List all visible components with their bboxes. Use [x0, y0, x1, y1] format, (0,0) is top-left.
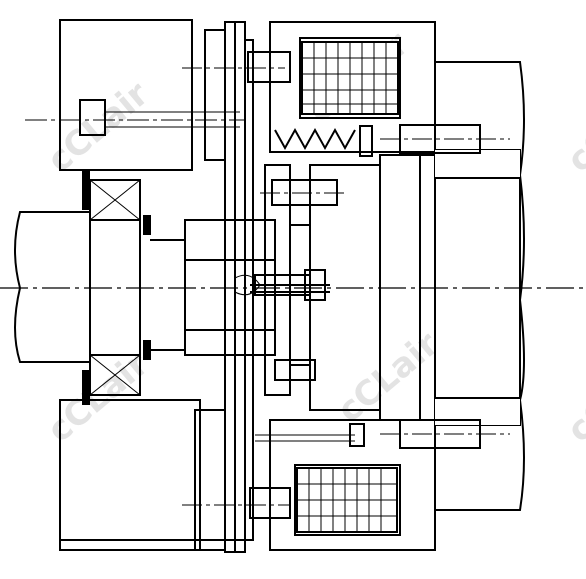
- coil-housing-lower: [249, 419, 436, 551]
- left-shaft: [14, 211, 91, 363]
- coil-winding-lower: [296, 467, 398, 533]
- bearing-upper: [82, 170, 141, 221]
- friction-plates: [194, 21, 291, 553]
- snap-ring-lower: [143, 340, 151, 360]
- bearing-lower: [82, 354, 141, 405]
- right-mounting-flange: [380, 61, 525, 511]
- screw-center: [250, 284, 330, 293]
- coil-winding-upper: [301, 41, 399, 115]
- snap-ring-upper: [143, 215, 151, 235]
- coil-housing-upper: [247, 21, 436, 157]
- left-housing-upper: [25, 19, 245, 171]
- left-housing-lower: [59, 399, 245, 551]
